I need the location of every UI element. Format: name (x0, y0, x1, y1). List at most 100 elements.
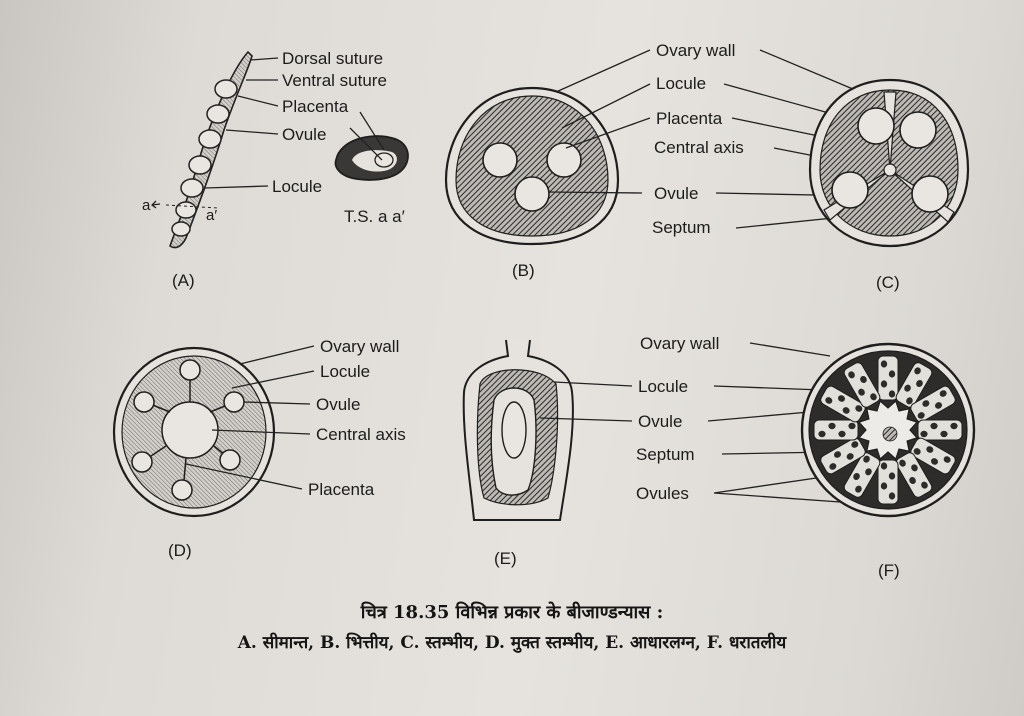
ovule-dot (904, 384, 911, 392)
ovule-shape (171, 221, 191, 237)
panel-c-axile-diagram: (C) (808, 78, 970, 292)
panel-d-free-central-diagram: (D) (112, 346, 276, 560)
labels-d: Ovary wall Locule Ovule Central axis Pla… (185, 337, 406, 499)
ovule-shape (911, 175, 949, 213)
ovule-dot (880, 482, 888, 490)
section-mark-a: a (142, 197, 151, 214)
ovule-dot (899, 459, 906, 467)
ovule-shape (501, 401, 527, 459)
ovule-dot (917, 412, 925, 419)
ovule-shape (214, 79, 238, 99)
ovule-dot (888, 492, 896, 500)
ovule-dot (863, 455, 870, 463)
ovule-shape (180, 178, 204, 198)
ovule-shape (198, 129, 222, 149)
ovule-dot (880, 380, 888, 388)
ovule-dot (926, 446, 934, 453)
label-dorsal-suture: Dorsal suture (282, 49, 383, 68)
ovule-shape (223, 391, 245, 413)
ovule-dot (833, 451, 842, 458)
label-ovules-ef: Ovules (636, 484, 689, 503)
ovule-dot (870, 393, 877, 401)
locule-segment (910, 385, 956, 423)
ovule-dot (880, 462, 888, 470)
label-central-axis-d: Central axis (316, 425, 406, 444)
ovule-dot (829, 463, 837, 470)
panel-letter-a: (A) (172, 271, 195, 290)
panel-a-pod-diagram: a a′ T.S. a a′ Dorsal suture Ventral sut… (142, 49, 409, 290)
label-locule-bc: Locule (656, 74, 706, 93)
ovule-dot (888, 472, 896, 480)
panel-f-superficial-diagram: (F) (800, 342, 976, 580)
ovule-shape (482, 142, 518, 178)
ovule-dot (851, 441, 859, 448)
label-locule-ef: Locule (638, 377, 688, 396)
label-ovule-a: Ovule (282, 125, 326, 144)
ovule-shape (206, 104, 230, 124)
section-mark-a-prime: a′ (206, 207, 217, 224)
ovule-dot (922, 400, 930, 407)
labels-e-f: Ovary wall Locule Ovule Septum Ovules (539, 334, 841, 503)
label-locule-d: Locule (320, 362, 370, 381)
ovule-dot (909, 476, 916, 485)
label-locule-a: Locule (272, 177, 322, 196)
ovule-dot (916, 379, 923, 388)
ovule-dot (940, 430, 948, 438)
ovule-dot (846, 453, 854, 460)
ovule-shape (188, 155, 212, 175)
ovule-dot (930, 422, 938, 430)
ovule-dot (939, 390, 947, 397)
ovule-shape (175, 201, 197, 219)
ovule-shape (546, 142, 582, 178)
label-ovule-d: Ovule (316, 395, 360, 414)
ovule-dot (888, 390, 896, 398)
label-septum-bc: Septum (652, 218, 711, 237)
figure-caption-title: चित्र 18.35 विभिन्न प्रकार के बीजाण्डन्य… (360, 602, 664, 623)
ovule-dot (858, 388, 865, 396)
locule-segment (820, 385, 866, 423)
label-central-axis-bc: Central axis (654, 138, 744, 157)
ovule-dot (914, 367, 921, 375)
ovule-dot (921, 481, 928, 489)
ovule-dot (855, 485, 862, 493)
label-ovary-wall-ef: Ovary wall (640, 334, 719, 353)
transverse-section-a (334, 135, 409, 181)
ovule-dot (930, 458, 939, 465)
ovule-shape (131, 451, 153, 473)
ovule-dot (853, 472, 860, 481)
panel-e-basal-diagram: (E) (462, 339, 574, 568)
locule-segment (877, 355, 899, 401)
ovule-shape (171, 479, 193, 501)
label-ovary-wall-bc: Ovary wall (656, 41, 735, 60)
ovule-dot (950, 422, 958, 430)
ovule-dot (934, 402, 943, 409)
ovule-dot (848, 422, 856, 430)
ovule-dot (911, 464, 918, 472)
ovule-dot (838, 430, 846, 438)
ovule-dot (848, 371, 855, 379)
ovule-dot (828, 422, 836, 430)
ovule-dot (818, 430, 826, 438)
panel-letter-b: (B) (512, 261, 535, 280)
ovule-shape (899, 111, 937, 149)
locule-segment (917, 419, 963, 441)
ts-label: T.S. a a′ (344, 207, 405, 226)
ovule-dot (855, 405, 863, 412)
label-placenta-d: Placenta (308, 480, 375, 499)
ovule-shape (857, 107, 895, 145)
ovule-dot (888, 370, 896, 378)
panel-letter-c: (C) (876, 273, 900, 292)
label-ventral-suture: Ventral suture (282, 71, 387, 90)
label-ovule-bc: Ovule (654, 184, 698, 203)
ovule-shape (219, 449, 241, 471)
ovule-dot (880, 360, 888, 368)
placentation-figure: a a′ T.S. a a′ Dorsal suture Ventral sut… (112, 41, 976, 580)
ovule-dot (913, 448, 921, 455)
locule-segment (877, 459, 899, 505)
locule-segment (813, 419, 859, 441)
locule-segment (910, 437, 956, 475)
ovule-dot (943, 456, 951, 463)
figure-caption-list: A. सीमान्त, B. भित्तीय, C. स्तम्भीय, D. … (237, 633, 787, 653)
locule-segment (895, 452, 933, 498)
